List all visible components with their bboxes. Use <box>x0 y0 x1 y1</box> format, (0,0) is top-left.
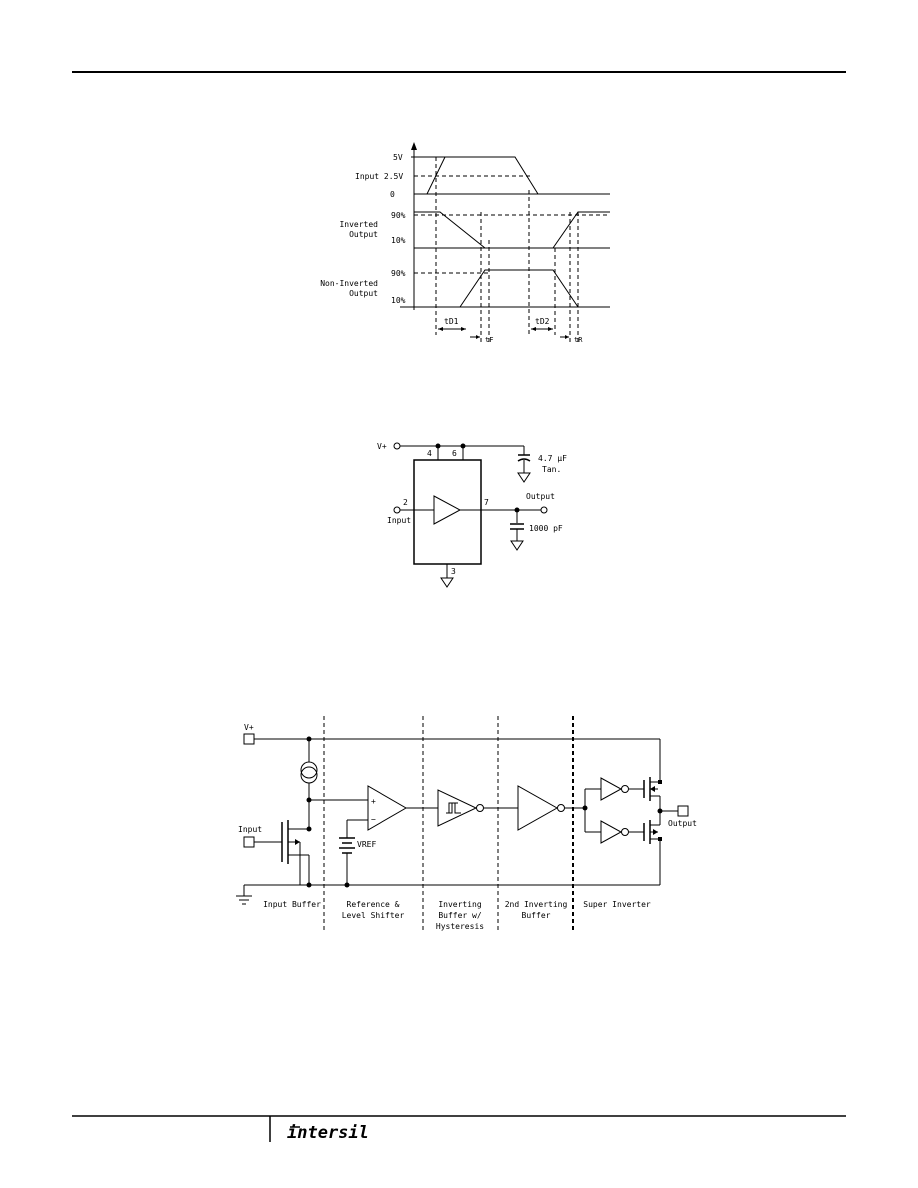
hysteresis-buffer-icon <box>437 789 478 827</box>
label-vplus: V+ <box>244 723 254 732</box>
label-noninverted-output: Output <box>349 289 378 298</box>
hysteresis-symbol-icon <box>446 802 461 814</box>
label-output: Output <box>526 492 555 501</box>
stage-inverting-l3: Hysteresis <box>436 922 484 931</box>
test-circuit: V+ 4 6 2 7 3 Input Output 4.7 μF Tan. 10… <box>377 442 567 588</box>
label-inv-10: 10% <box>391 236 406 245</box>
label-cap1-type: Tan. <box>542 465 561 474</box>
label-td2: tD2 <box>535 317 550 326</box>
label-pin4: 4 <box>427 449 432 458</box>
vplus-terminal <box>243 733 255 745</box>
label-zero: 0 <box>390 190 395 199</box>
label-5v: 5V <box>393 153 403 162</box>
comparator-minus: − <box>371 815 376 824</box>
label-pin2: 2 <box>403 498 408 507</box>
label-td1: tD1 <box>444 317 459 326</box>
label-pin6: 6 <box>452 449 457 458</box>
stage-reference-l1: Reference & <box>347 900 400 909</box>
label-tr: tR <box>574 336 583 344</box>
buffer-triangle-icon <box>433 495 462 525</box>
label-inv-90: 90% <box>391 211 406 220</box>
label-cap1-value: 4.7 μF <box>538 454 567 463</box>
stage-2nd-inverting-l2: Buffer <box>522 911 551 920</box>
second-inverter-icon <box>517 785 559 831</box>
current-source-icon <box>300 761 318 779</box>
label-input: Input <box>387 516 411 525</box>
label-input-2.5v: Input 2.5V <box>355 172 403 181</box>
comparator-plus: + <box>371 797 376 806</box>
output-terminal <box>677 805 689 817</box>
label-noninv-90: 90% <box>391 269 406 278</box>
stage-super-inverter: Super Inverter <box>583 900 651 909</box>
stage-2nd-inverting-l1: 2nd Inverting <box>505 900 568 909</box>
super-inverter-lower-icon <box>600 820 623 844</box>
ground-icon <box>517 472 531 483</box>
timing-diagram: 5V Input 2.5V 0 Inverted Output 90% 10% … <box>320 142 610 345</box>
label-vref: VREF <box>357 840 376 849</box>
label-pin7: 7 <box>484 498 489 507</box>
label-input: Input <box>238 825 262 834</box>
super-inverter-upper-icon <box>600 777 623 801</box>
label-inverted-output: Output <box>349 230 378 239</box>
axis-arrow-icon <box>411 142 417 150</box>
ground-icon <box>510 540 524 551</box>
stage-input-buffer: Input Buffer <box>263 900 321 909</box>
label-output: Output <box>668 819 697 828</box>
comparator-triangle-icon <box>367 785 407 831</box>
label-noninverted: Non-Inverted <box>320 279 378 288</box>
label-cap2-value: 1000 pF <box>529 524 563 533</box>
ground-icon <box>236 895 252 905</box>
label-noninv-10: 10% <box>391 296 406 305</box>
block-diagram: + − VREF <box>236 716 697 931</box>
stage-inverting-l1: Inverting <box>438 900 482 909</box>
label-vplus: V+ <box>377 442 387 451</box>
stage-inverting-l2: Buffer w/ <box>438 911 482 920</box>
label-tf: tF <box>485 336 493 344</box>
intersil-logo: intersil <box>287 1123 369 1143</box>
label-pin3: 3 <box>451 567 456 576</box>
input-terminal <box>243 836 255 848</box>
svg-text:intersil: intersil <box>287 1123 369 1143</box>
ground-icon <box>440 577 454 588</box>
stage-reference-l2: Level Shifter <box>342 911 405 920</box>
label-inverted: Inverted <box>339 220 378 229</box>
